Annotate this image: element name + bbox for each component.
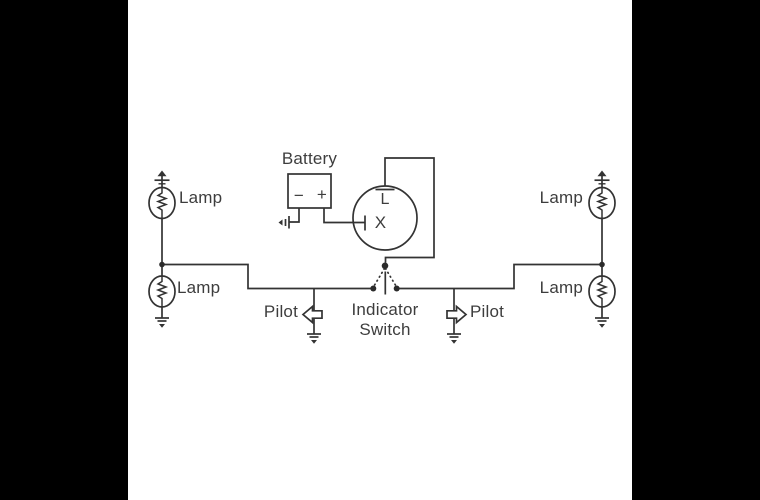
- wiring-diagram: Battery − + L X Lamp Lamp Lamp Lamp Pilo…: [128, 0, 632, 500]
- indicator-switch-label-line1: Indicator: [351, 300, 419, 319]
- ground-bottom-right-icon: [595, 317, 609, 328]
- ground-pilot-right-icon: [447, 333, 461, 344]
- wire-battery-ground: [289, 208, 300, 223]
- lamp-label-bottom-left: Lamp: [177, 278, 221, 297]
- lamp-label-top-right: Lamp: [539, 188, 583, 207]
- indicator-switch-label-line2: Switch: [359, 320, 411, 339]
- lamp-filaments: [155, 187, 609, 307]
- letterbox-right: [632, 0, 760, 500]
- lamp-label-bottom-right: Lamp: [539, 278, 583, 297]
- ground-pilot-left-icon: [307, 333, 321, 344]
- junction-dot-left: [159, 261, 165, 268]
- ground-top-right-icon: [594, 170, 610, 185]
- flasher-terminal-x: [323, 208, 366, 231]
- battery-negative-terminal-label: −: [293, 186, 305, 205]
- pilot-arrow-right-icon: [446, 304, 468, 325]
- wire-flasher-loop: [384, 157, 435, 263]
- battery-label: Battery: [281, 149, 338, 168]
- pilot-label-left: Pilot: [263, 302, 298, 321]
- battery-symbol: [287, 173, 332, 209]
- letterbox-left: [0, 0, 128, 500]
- ground-bottom-left-icon: [155, 317, 169, 328]
- indicator-switch-label: Indicator Switch: [335, 300, 435, 340]
- indicator-switch-symbol: [370, 262, 400, 295]
- pilot-label-right: Pilot: [470, 302, 505, 321]
- wire-right-bus: [396, 263, 602, 290]
- ground-top-left-icon: [154, 170, 170, 185]
- flasher-terminal-l-label: L: [380, 191, 390, 208]
- wire-left-bus: [162, 263, 374, 290]
- battery-positive-terminal-label: +: [316, 185, 328, 204]
- flasher-terminal-x-label: X: [374, 213, 387, 232]
- circuit-lines: [148, 157, 616, 344]
- pilot-arrow-left-icon: [301, 304, 323, 325]
- ground-battery-icon: [278, 216, 290, 229]
- lamp-label-top-left: Lamp: [179, 188, 223, 207]
- flasher-unit-symbol: [352, 185, 418, 251]
- junction-dot-right: [599, 261, 605, 268]
